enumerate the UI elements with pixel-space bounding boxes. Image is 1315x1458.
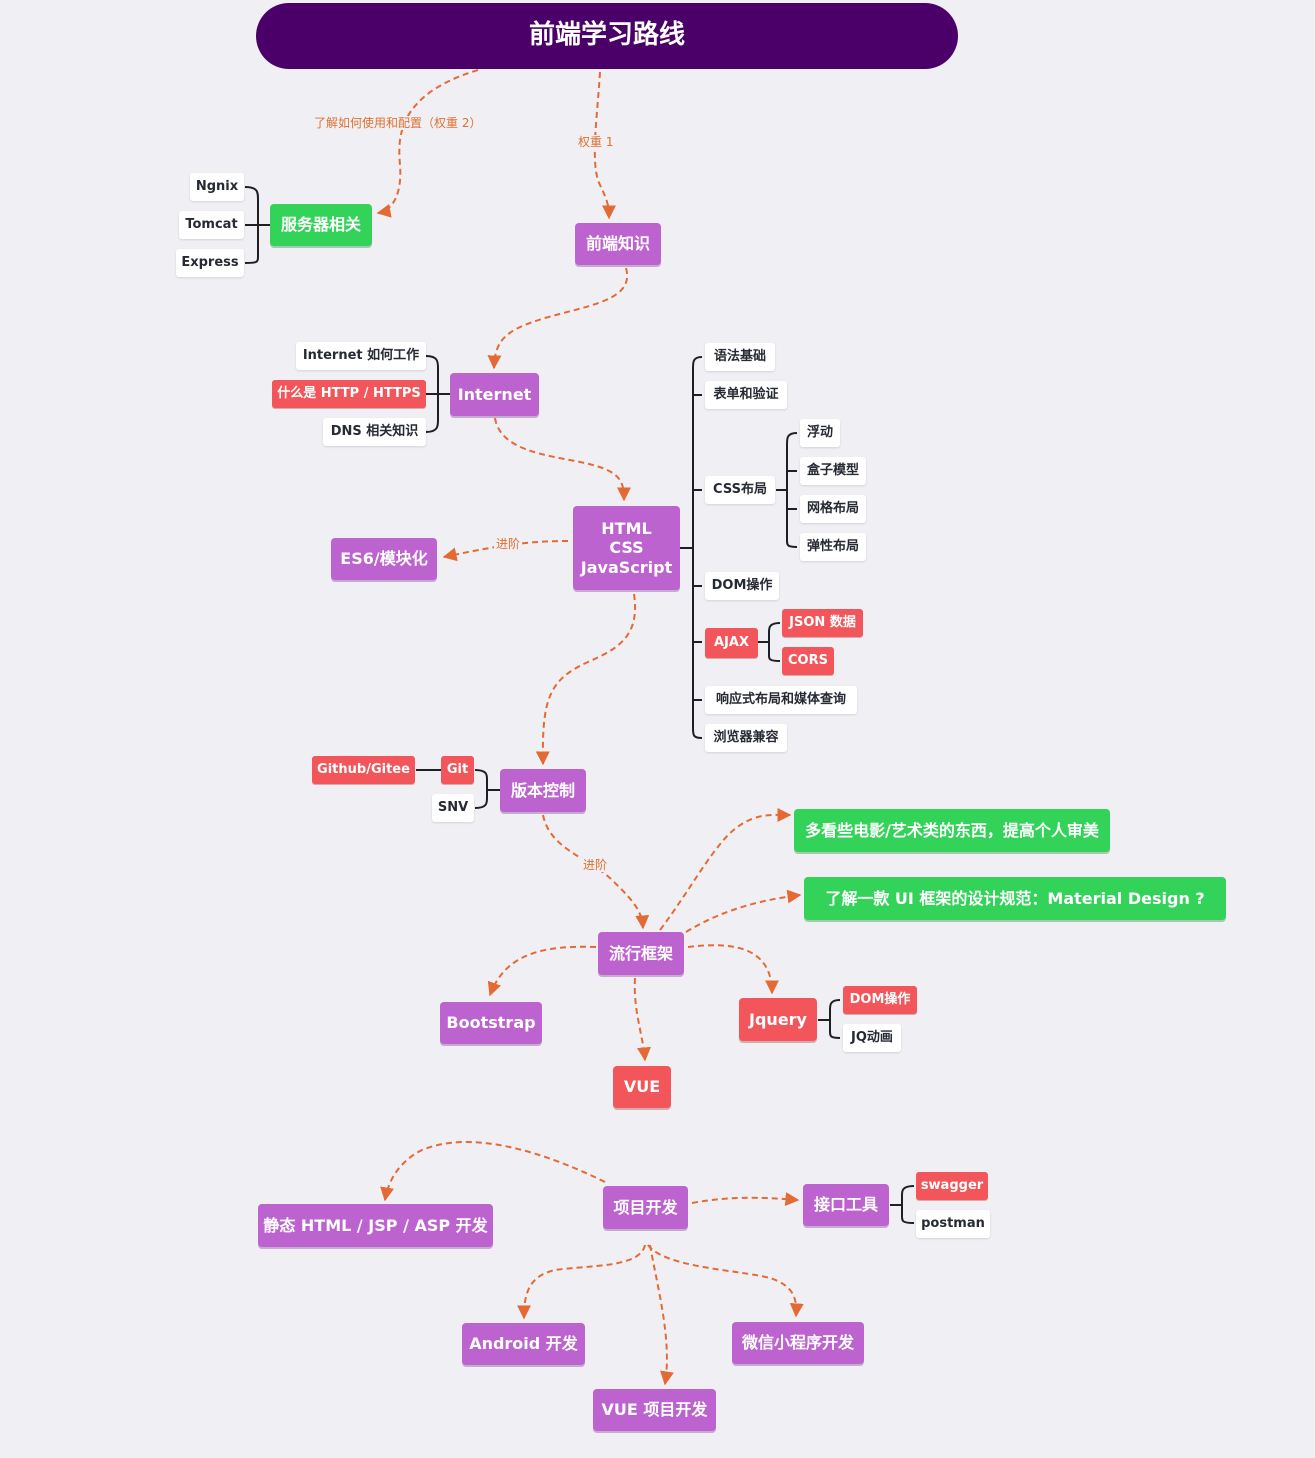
- server-item-ngnix[interactable]: Ngnix: [190, 173, 244, 201]
- internet-node[interactable]: Internet: [450, 373, 539, 416]
- bracket-css-layout: [776, 432, 798, 548]
- link-title-to-server: [376, 69, 479, 218]
- link-vcs-to-frameworks: [542, 814, 650, 930]
- link-frameworks-to-vue: [633, 977, 651, 1062]
- projects-node[interactable]: 项目开发: [603, 1186, 688, 1229]
- project-wechat[interactable]: 微信小程序开发: [732, 1322, 864, 1364]
- project-api-tools[interactable]: 接口工具: [803, 1184, 889, 1226]
- link-projects-to-vueproject: [649, 1244, 674, 1386]
- bracket-server: [244, 186, 270, 264]
- vcs-item-github[interactable]: Github/Gitee: [312, 756, 415, 784]
- core-label-html: HTML: [601, 519, 652, 539]
- link-frameworks-to-jquery: [687, 944, 779, 995]
- css-layout-item-float[interactable]: 浮动: [800, 419, 840, 447]
- jquery-item-dom[interactable]: DOM操作: [843, 986, 917, 1014]
- core-item-compat[interactable]: 浏览器兼容: [705, 724, 787, 752]
- core-item-ajax[interactable]: AJAX: [705, 628, 758, 658]
- bracket-internet: [425, 355, 450, 433]
- project-android[interactable]: Android 开发: [462, 1323, 585, 1365]
- link-core-to-vcs: [535, 593, 637, 766]
- api-item-swagger[interactable]: swagger: [916, 1172, 988, 1200]
- css-layout-item-flex[interactable]: 弹性布局: [800, 533, 866, 561]
- edge-label-weight1: 权重 1: [576, 135, 616, 150]
- link-internet-to-core: [494, 417, 631, 502]
- server-node[interactable]: 服务器相关: [270, 204, 372, 246]
- internet-item-how-it-works[interactable]: Internet 如何工作: [296, 342, 426, 370]
- ajax-item-cors[interactable]: CORS: [782, 647, 834, 675]
- link-frameworks-to-uispec: [685, 889, 802, 933]
- bracket-jquery: [818, 999, 841, 1039]
- jquery-item-animation[interactable]: JQ动画: [843, 1024, 901, 1052]
- es6-node[interactable]: ES6/模块化: [331, 538, 437, 580]
- bracket-ajax: [758, 622, 781, 662]
- project-vue[interactable]: VUE 项目开发: [593, 1389, 716, 1431]
- link-frontend-to-internet: [487, 267, 629, 370]
- frontend-node[interactable]: 前端知识: [575, 223, 661, 265]
- bracket-vcs: [474, 769, 500, 809]
- frameworks-node[interactable]: 流行框架: [598, 932, 684, 975]
- core-item-forms[interactable]: 表单和验证: [705, 381, 787, 409]
- link-projects-to-static: [380, 1141, 606, 1202]
- server-item-express[interactable]: Express: [176, 249, 244, 277]
- link-frameworks-to-bootstrap: [487, 945, 597, 997]
- css-layout-item-grid[interactable]: 网格布局: [800, 495, 866, 523]
- ajax-item-json[interactable]: JSON 数据: [782, 609, 863, 637]
- internet-item-http-https[interactable]: 什么是 HTTP / HTTPS: [272, 380, 426, 408]
- internet-item-dns[interactable]: DNS 相关知识: [323, 418, 426, 446]
- server-item-tomcat[interactable]: Tomcat: [179, 211, 244, 239]
- page-title[interactable]: 前端学习路线: [256, 3, 958, 69]
- project-static[interactable]: 静态 HTML / JSP / ASP 开发: [258, 1204, 493, 1247]
- vcs-item-snv[interactable]: SNV: [432, 794, 474, 822]
- edge-label-config-weight2: 了解如何使用和配置（权重 2）: [312, 116, 484, 131]
- bracket-apitools: [890, 1185, 915, 1224]
- vcs-item-git[interactable]: Git: [441, 756, 474, 784]
- css-layout-item-box-model[interactable]: 盒子模型: [800, 457, 866, 485]
- framework-bootstrap[interactable]: Bootstrap: [440, 1002, 542, 1044]
- vcs-node[interactable]: 版本控制: [500, 769, 586, 812]
- link-frameworks-to-aesthetics: [659, 807, 792, 931]
- tip-ui-spec[interactable]: 了解一款 UI 框架的设计规范：Material Design ?: [804, 877, 1226, 920]
- core-label-javascript: JavaScript: [580, 557, 673, 577]
- core-item-dom[interactable]: DOM操作: [705, 572, 779, 600]
- link-projects-to-apitools: [691, 1192, 800, 1207]
- bracket-core: [680, 356, 703, 739]
- link-projects-to-android: [517, 1244, 646, 1320]
- core-label-css: CSS: [609, 538, 644, 558]
- link-projects-to-wechat: [647, 1244, 804, 1318]
- framework-jquery[interactable]: Jquery: [739, 998, 817, 1041]
- framework-vue[interactable]: VUE: [613, 1066, 671, 1108]
- core-item-responsive[interactable]: 响应式布局和媒体查询: [705, 686, 857, 714]
- edge-label-advance-es6: 进阶: [494, 537, 523, 552]
- tip-aesthetics[interactable]: 多看些电影/艺术类的东西，提高个人审美: [794, 809, 1110, 852]
- core-item-syntax[interactable]: 语法基础: [705, 343, 775, 371]
- edge-label-advance-framework: 进阶: [581, 858, 610, 873]
- core-item-css-layout[interactable]: CSS布局: [705, 476, 775, 504]
- api-item-postman[interactable]: postman: [916, 1210, 990, 1238]
- core-node[interactable]: HTML CSS JavaScript: [573, 506, 680, 590]
- link-title-to-frontend: [593, 71, 617, 220]
